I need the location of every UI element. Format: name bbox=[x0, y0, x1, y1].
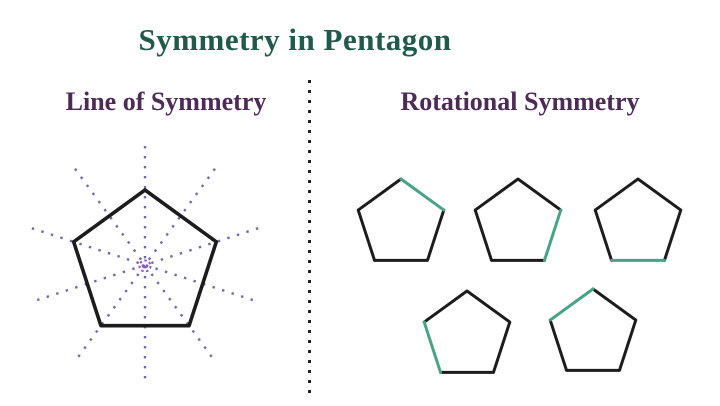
line-of-symmetry-figure bbox=[31, 146, 259, 384]
rotated-pentagon-outline bbox=[356, 177, 446, 262]
page-title: Symmetry in Pentagon bbox=[138, 22, 452, 57]
center-point-dot bbox=[142, 264, 146, 268]
rotated-pentagon-outline bbox=[548, 287, 638, 372]
center-point-mark bbox=[138, 259, 152, 273]
pentagon-outline bbox=[71, 188, 219, 328]
highlighted-edge bbox=[542, 208, 563, 262]
left-section-heading: Line of Symmetry bbox=[65, 87, 267, 116]
rotated-pentagon-outline bbox=[593, 177, 683, 262]
highlighted-edge bbox=[399, 177, 446, 212]
right-section-heading: Rotational Symmetry bbox=[400, 87, 640, 116]
highlighted-edge bbox=[422, 320, 443, 374]
section-divider bbox=[308, 80, 311, 398]
rotated-pentagon-outline bbox=[422, 289, 512, 374]
rotational-symmetry-figure bbox=[356, 177, 683, 374]
rotated-pentagon-outline bbox=[473, 177, 563, 262]
highlighted-edge bbox=[548, 287, 595, 322]
